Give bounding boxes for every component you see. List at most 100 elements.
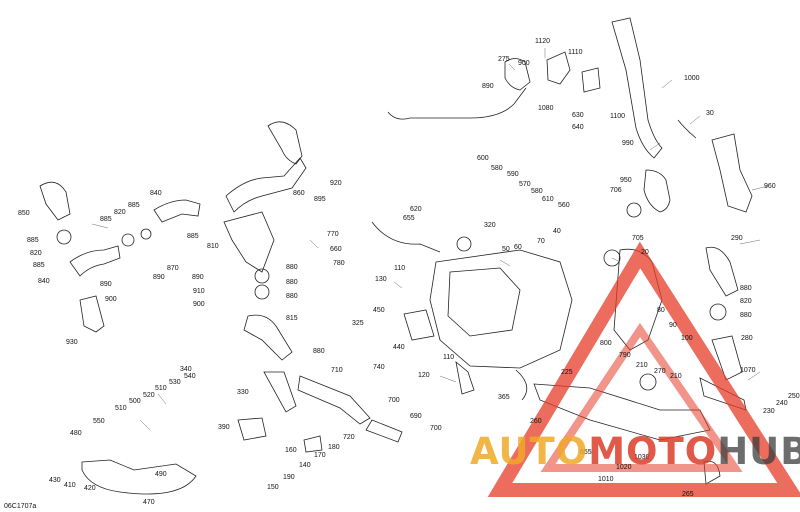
callout-890: 890 <box>482 83 494 90</box>
callout-900: 900 <box>518 60 530 67</box>
callout-20: 20 <box>641 249 649 256</box>
watermark-part-moto: MOTO <box>588 430 718 473</box>
clamp-880-b <box>254 284 270 300</box>
callout-510-b: 510 <box>115 405 127 412</box>
callout-270: 270 <box>654 368 666 375</box>
callout-1110: 1110 <box>568 49 583 56</box>
intake-duct-1100 <box>611 17 663 159</box>
callout-890-d: 890 <box>100 281 112 288</box>
callout-885-c: 885 <box>27 237 39 244</box>
callout-710: 710 <box>331 367 343 374</box>
clamp-880 <box>254 268 270 284</box>
callout-230: 230 <box>763 408 775 415</box>
callout-80: 80 <box>657 307 665 314</box>
callout-960: 960 <box>764 183 776 190</box>
callout-30: 30 <box>706 110 714 117</box>
callout-655: 655 <box>403 215 415 222</box>
duct-960 <box>711 133 753 213</box>
spring-365 <box>515 369 528 401</box>
duct-815 <box>243 314 293 361</box>
callout-60: 60 <box>514 244 522 251</box>
callout-340: 340 <box>180 366 192 373</box>
callout-705: 705 <box>632 235 644 242</box>
callout-895: 895 <box>314 196 326 203</box>
callout-890-b: 890 <box>153 274 165 281</box>
callout-420: 420 <box>84 485 96 492</box>
callout-540: 540 <box>184 373 196 380</box>
callout-740: 740 <box>373 364 385 371</box>
callout-265: 265 <box>682 491 694 498</box>
callout-590: 590 <box>507 171 519 178</box>
bracket-1120 <box>504 58 531 91</box>
callout-880-b: 880 <box>286 279 298 286</box>
callout-330: 330 <box>237 389 249 396</box>
watermark-part-hub: HUB <box>717 430 800 473</box>
callout-1030: 1030 <box>634 454 650 461</box>
callout-1120: 1120 <box>535 38 551 45</box>
callout-880-f: 880 <box>313 348 325 355</box>
callout-580-b: 580 <box>531 188 543 195</box>
callout-100: 100 <box>681 335 693 342</box>
callout-120: 120 <box>418 372 430 379</box>
duct-840-b <box>225 157 307 213</box>
callout-770: 770 <box>327 231 339 238</box>
clamp-820-c <box>709 303 727 321</box>
clamp-885 <box>140 228 152 240</box>
callout-950: 950 <box>620 177 632 184</box>
callout-570: 570 <box>519 181 531 188</box>
engine-cylinder <box>447 267 521 337</box>
clamp-820 <box>56 229 72 245</box>
duct-upper <box>267 121 303 165</box>
bracket-1110 <box>546 51 571 85</box>
callout-110-b: 110 <box>443 354 455 361</box>
callout-885-e: 885 <box>187 233 199 240</box>
callout-440: 440 <box>393 344 405 351</box>
callout-880-c: 880 <box>286 293 298 300</box>
hose-290 <box>705 246 739 297</box>
callout-930: 930 <box>66 339 78 346</box>
callout-720: 720 <box>343 434 355 441</box>
callout-850: 850 <box>18 210 30 217</box>
hose-840-upper <box>153 199 201 223</box>
callout-1020: 1020 <box>616 464 632 471</box>
callout-90: 90 <box>669 322 677 329</box>
clamp-210 <box>639 373 657 391</box>
callout-480: 480 <box>70 430 82 437</box>
callout-580: 580 <box>491 165 503 172</box>
hose-840 <box>69 245 121 277</box>
callout-780: 780 <box>333 260 345 267</box>
callout-225: 225 <box>561 369 573 376</box>
callout-50: 50 <box>502 246 510 253</box>
callout-610: 610 <box>542 196 554 203</box>
callout-810: 810 <box>207 243 219 250</box>
clamp-705 <box>603 249 621 267</box>
callout-840: 840 <box>150 190 162 197</box>
callout-280: 280 <box>741 335 753 342</box>
callout-700: 700 <box>388 397 400 404</box>
callout-1080: 1080 <box>538 105 554 112</box>
bracket-930 <box>79 295 105 333</box>
hose-280 <box>711 335 743 381</box>
leader-lines <box>91 48 769 431</box>
callout-630: 630 <box>572 112 584 119</box>
callout-910: 910 <box>193 288 205 295</box>
callout-706: 706 <box>610 187 622 194</box>
callout-880-e: 880 <box>740 312 752 319</box>
clamp-706 <box>626 202 642 218</box>
clamp-820-b <box>121 233 135 247</box>
cover-1110 <box>581 67 601 93</box>
callout-990: 990 <box>622 140 634 147</box>
callout-820-b: 820 <box>30 250 42 257</box>
callout-840-b: 840 <box>38 278 50 285</box>
callout-820-c: 820 <box>740 298 752 305</box>
callout-885-d: 885 <box>33 262 45 269</box>
callout-275: 275 <box>498 56 510 63</box>
callout-490: 490 <box>155 471 167 478</box>
callout-450: 450 <box>373 307 385 314</box>
duct-330 <box>263 371 297 413</box>
callout-690: 690 <box>410 413 422 420</box>
cable-470 <box>81 459 197 495</box>
bracket-810 <box>223 211 275 273</box>
